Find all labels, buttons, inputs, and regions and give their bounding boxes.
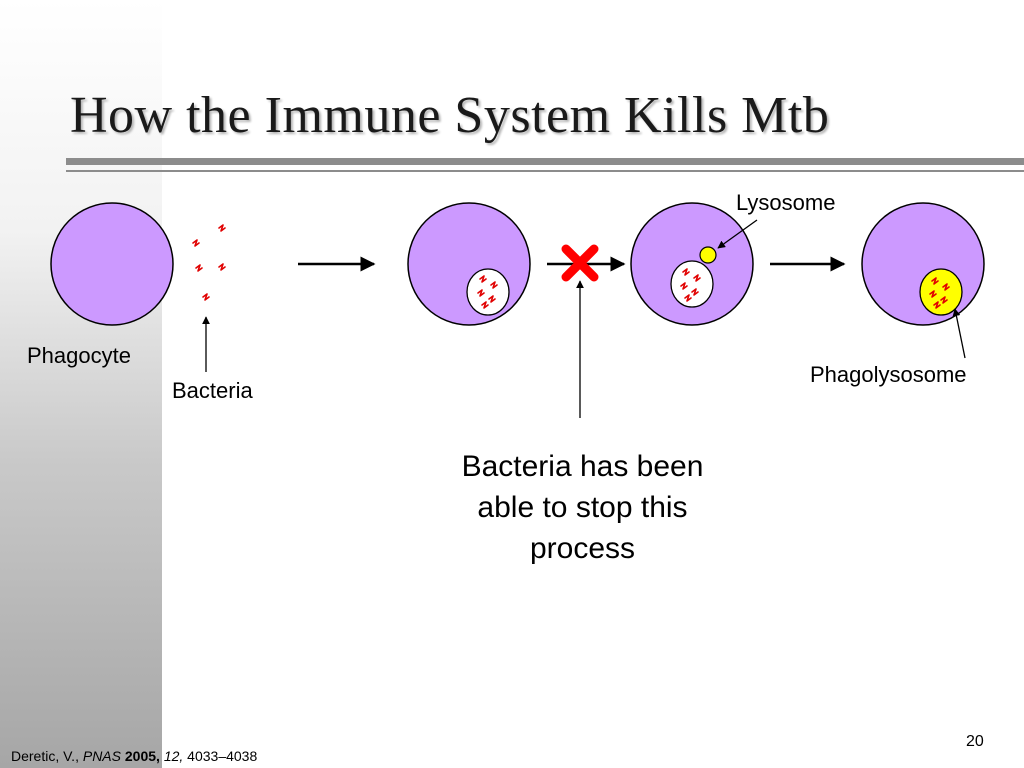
citation-author: Deretic, V., xyxy=(11,748,79,764)
caption-line: able to stop this xyxy=(477,491,688,524)
lysosome-pointer-arrow xyxy=(717,219,758,249)
phagolysosome-label: Phagolysosome xyxy=(810,362,967,387)
caption-line: process xyxy=(529,532,636,565)
bacterium-icon xyxy=(192,239,200,247)
phagosome xyxy=(466,268,510,316)
title-rule-thin xyxy=(66,170,1024,172)
citation-volume: 12, xyxy=(163,748,184,764)
phagosome xyxy=(670,260,714,308)
phagocyte-with-phagolysosome xyxy=(861,202,985,326)
citation-journal: PNAS xyxy=(82,748,121,764)
free-bacteria xyxy=(192,224,226,301)
slide-number: 20 xyxy=(966,733,984,750)
lysosome xyxy=(699,246,717,264)
side-gradient-panel xyxy=(0,0,162,768)
bacterium-icon xyxy=(195,264,203,272)
phagolysosome-pointer-arrow xyxy=(952,308,966,359)
caption-line: Bacteria has been xyxy=(461,450,704,483)
title-rule-thick xyxy=(66,158,1024,165)
citation-pages: 4033–4038 xyxy=(187,748,258,764)
phagocyte-label: Phagocyte xyxy=(27,343,131,368)
phagocyte-cell xyxy=(50,202,174,326)
citation: Deretic, V., PNAS 2005, 12, 4033–4038 xyxy=(11,748,257,764)
bacterium-icon xyxy=(218,263,226,271)
bacteria-label: Bacteria xyxy=(172,378,253,403)
phagolysosome xyxy=(919,268,963,316)
phagocyte-with-phagosome xyxy=(407,202,531,326)
slide-title: How the Immune System Kills Mtb xyxy=(70,87,830,144)
citation-year: 2005, xyxy=(124,748,160,764)
lysosome-label: Lysosome xyxy=(736,190,836,215)
bacterium-icon xyxy=(218,224,226,232)
bacterium-icon xyxy=(202,293,210,301)
blocked-process-caption: Bacteria has been able to stop this proc… xyxy=(430,446,735,569)
block-x-icon xyxy=(561,244,599,282)
